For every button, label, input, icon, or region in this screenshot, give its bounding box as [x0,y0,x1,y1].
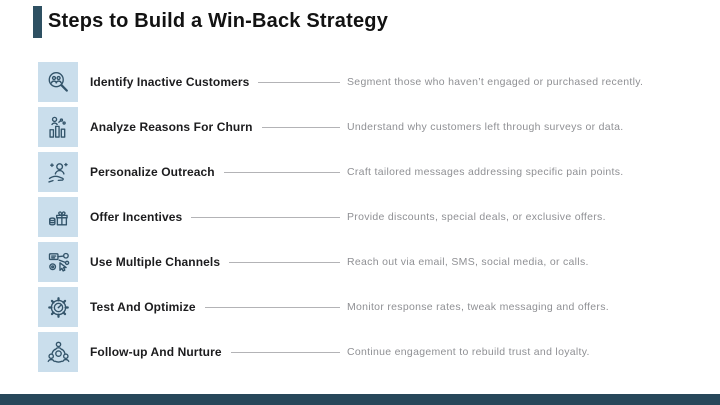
icon-tile [38,197,78,237]
step-row-identify-inactive-customers: Identify Inactive Customers Segment thos… [38,62,690,102]
connector-line [229,261,340,263]
icon-tile [38,62,78,102]
step-row-follow-up-nurture: Follow-up And Nurture Continue engagemen… [38,332,690,372]
step-title: Personalize Outreach [90,165,215,179]
step-row-multiple-channels: Use Multiple Channels Reach out via emai… [38,242,690,282]
icon-tile [38,242,78,282]
multiple-channels-icon [48,252,69,272]
bottom-accent-bar [0,394,720,405]
step-description: Monitor response rates, tweak messaging … [347,301,609,313]
step-title: Identify Inactive Customers [90,75,250,89]
step-title: Offer Incentives [90,210,183,224]
step-row-personalize-outreach: Personalize Outreach Craft tailored mess… [38,152,690,192]
test-optimize-icon [47,296,69,318]
icon-tile [38,287,78,327]
step-row-offer-incentives: Offer Incentives Provide discounts, spec… [38,197,690,237]
step-description: Provide discounts, special deals, or exc… [347,211,606,223]
follow-up-nurture-icon [47,341,69,363]
step-description: Continue engagement to rebuild trust and… [347,346,590,358]
connector-line [223,171,340,173]
step-description: Craft tailored messages addressing speci… [347,166,624,178]
step-row-analyze-churn: Analyze Reasons For Churn Understand why… [38,107,690,147]
connector-line [261,126,340,128]
step-description: Segment those who haven’t engaged or pur… [347,76,644,88]
step-title: Test And Optimize [90,300,196,314]
step-title: Follow-up And Nurture [90,345,222,359]
step-title: Analyze Reasons For Churn [90,120,253,134]
connector-line [230,351,340,353]
step-title: Use Multiple Channels [90,255,221,269]
steps-list: Identify Inactive Customers Segment thos… [38,62,690,377]
step-description: Understand why customers left through su… [347,121,624,133]
title-accent-bar [33,6,42,38]
offer-incentives-icon [48,210,68,225]
connector-line [191,216,340,218]
connector-line [204,306,340,308]
personalize-outreach-icon [47,162,68,183]
icon-tile [38,107,78,147]
icon-tile [38,152,78,192]
identify-inactive-customers-icon [48,71,68,92]
step-row-test-optimize: Test And Optimize Monitor response rates… [38,287,690,327]
icon-tile [38,332,78,372]
page-title: Steps to Build a Win-Back Strategy [48,10,389,32]
analyze-churn-icon [48,116,66,138]
connector-line [258,81,340,83]
step-description: Reach out via email, SMS, social media, … [347,256,589,268]
